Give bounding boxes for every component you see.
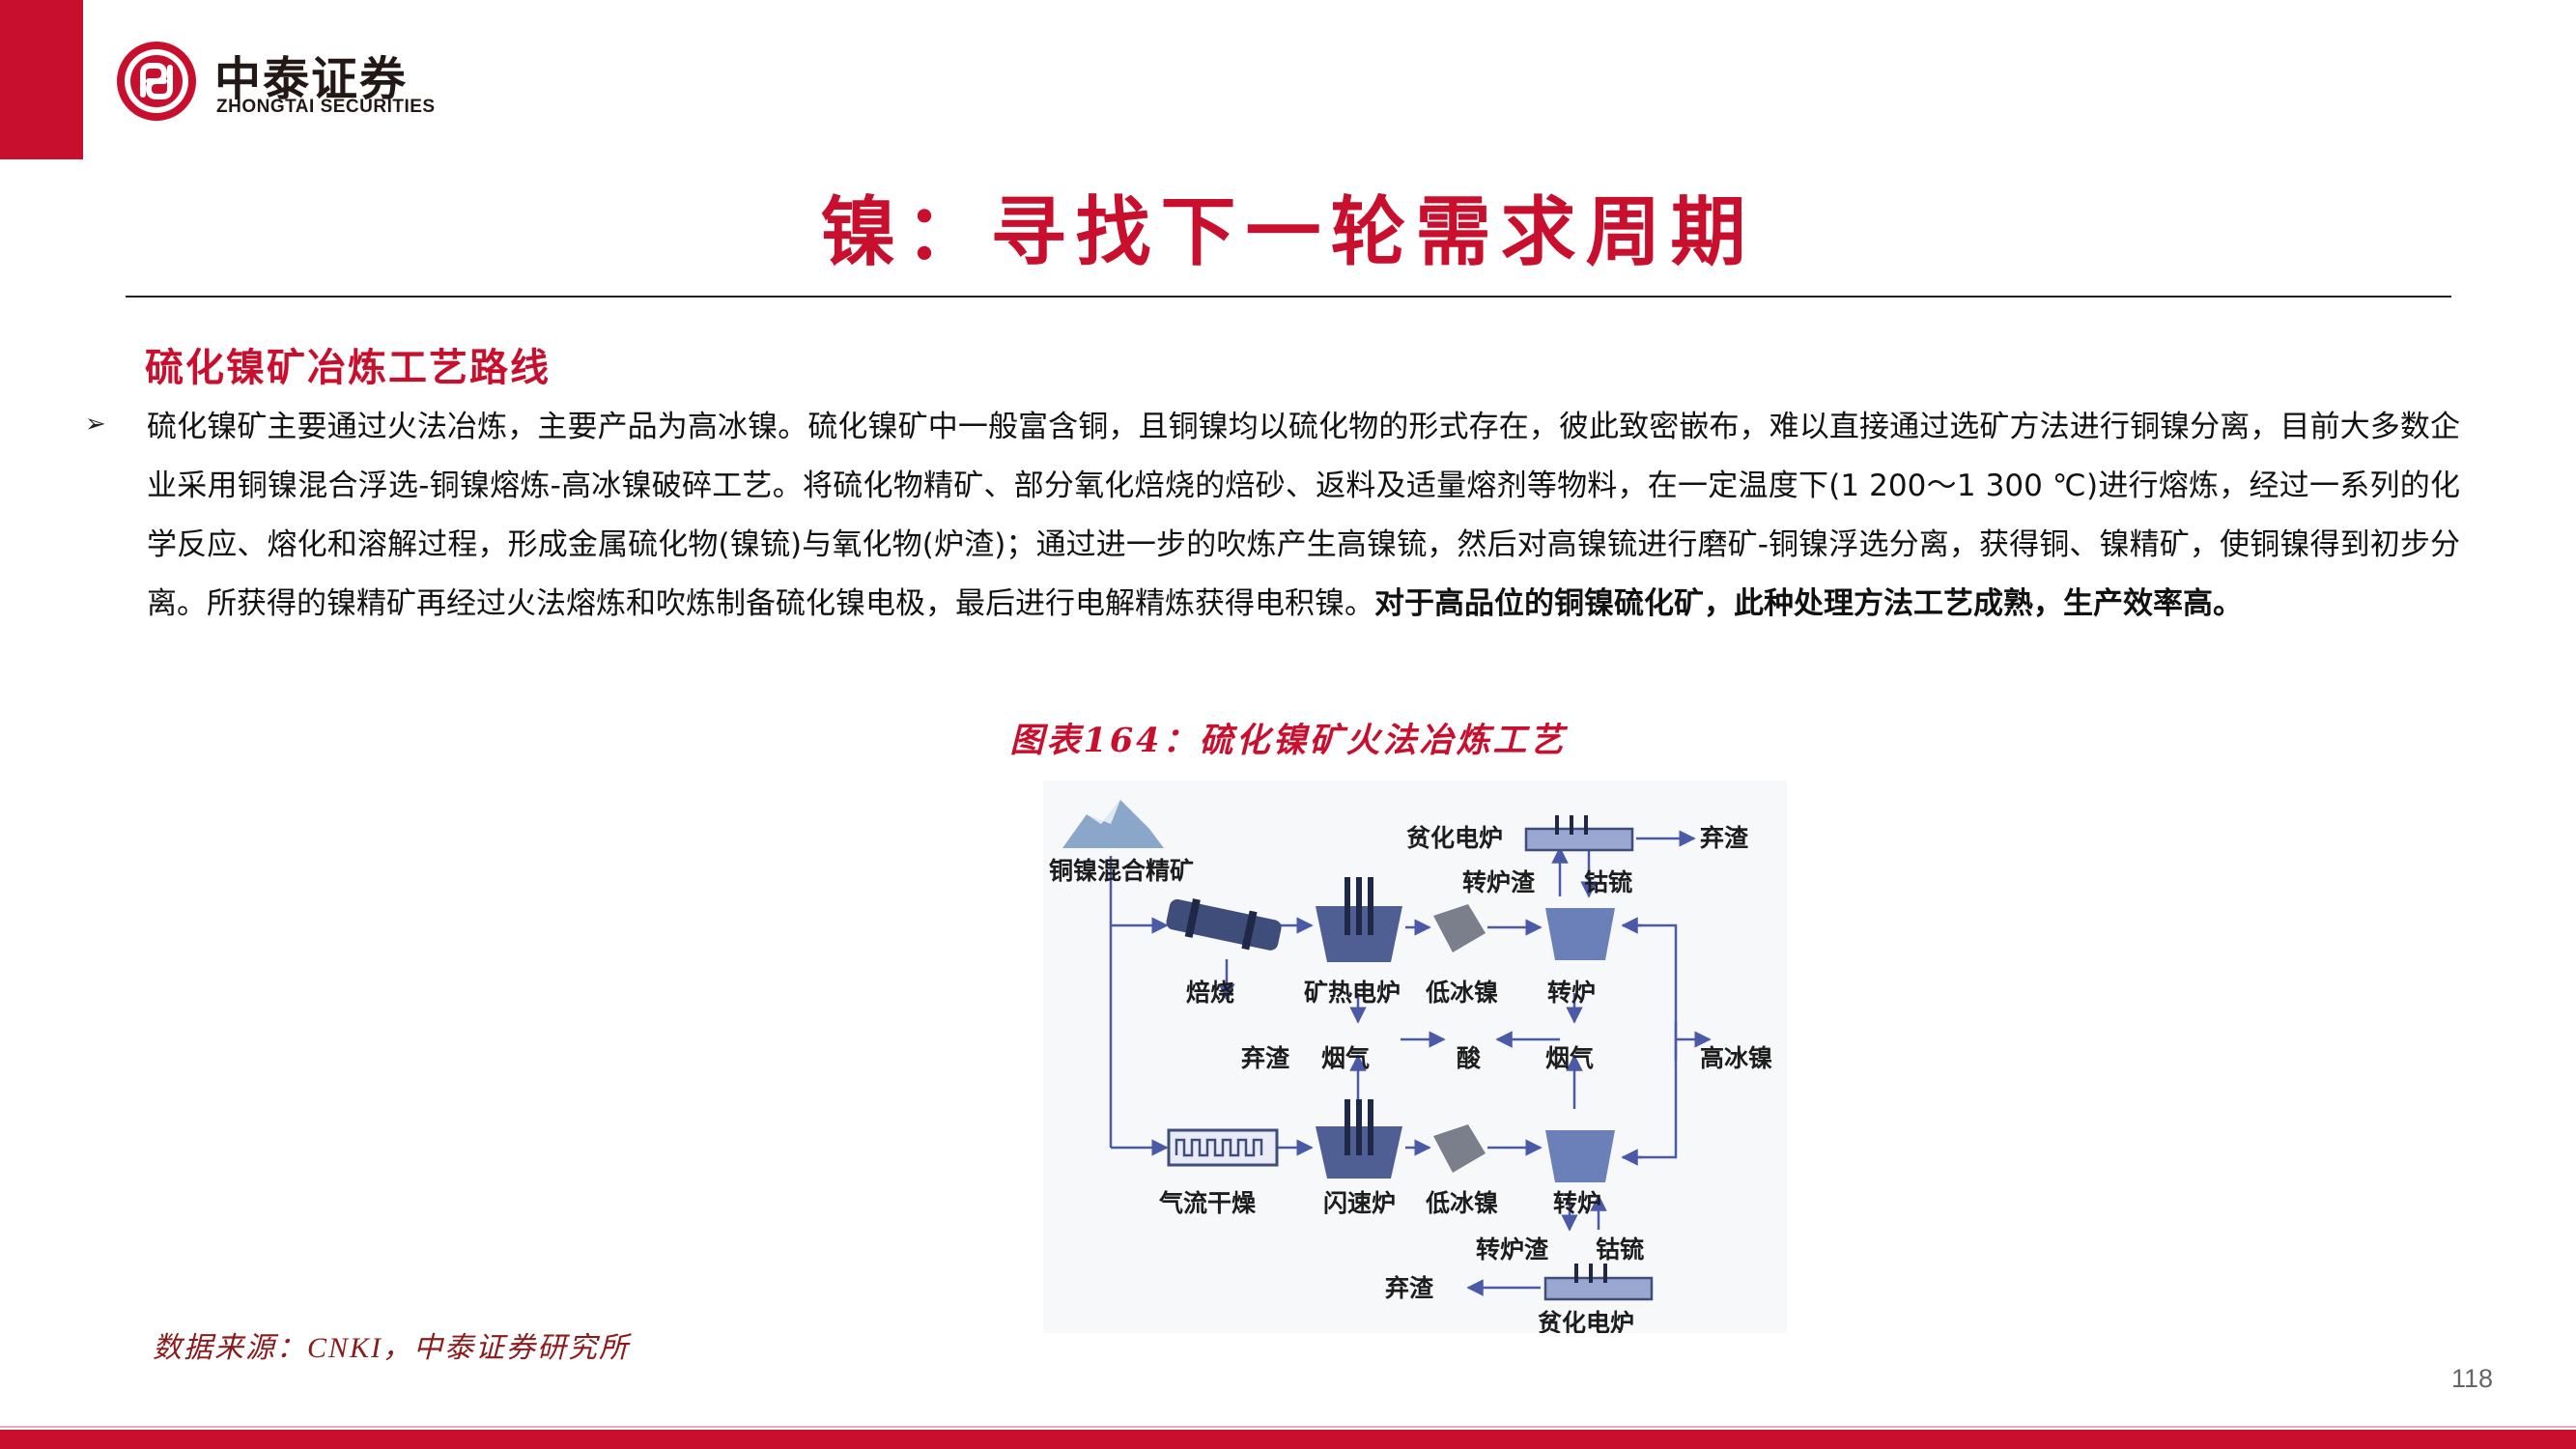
- label-flue-gas-left: 烟气: [1321, 1044, 1370, 1072]
- low-matte-ladle-icon: [1433, 904, 1486, 1173]
- flow-dryer-icon: [1167, 1128, 1279, 1167]
- rotary-kiln-icon: [1166, 898, 1282, 951]
- zhongtai-logo-icon: [117, 42, 196, 121]
- page-number: 118: [2450, 1364, 2493, 1393]
- body-text-bold: 对于高品位的铜镍硫化矿，此种处理方法工艺成熟，生产效率高。: [1374, 586, 2243, 621]
- label-high-matte: 高冰镍: [1700, 1044, 1772, 1072]
- label-cobalt-matte-bottom: 钴锍: [1596, 1236, 1644, 1264]
- label-flue-gas-right: 烟气: [1545, 1044, 1594, 1072]
- poor-electric-furnace-icon: [1524, 815, 1654, 1301]
- label-acid: 酸: [1457, 1044, 1482, 1072]
- figure-caption: 图表164：硫化镍矿火法冶炼工艺: [1009, 721, 1567, 760]
- footer-thin-line: [0, 1426, 2576, 1428]
- brand-corner-bar: [0, 0, 83, 159]
- label-ore-furnace: 矿热电炉: [1304, 979, 1401, 1007]
- ore-furnace-icon: [1316, 877, 1402, 962]
- company-name-cn: 中泰证券: [214, 52, 409, 106]
- label-low-matte-top: 低冰镍: [1425, 979, 1498, 1007]
- label-flash-furnace: 闪速炉: [1323, 1189, 1396, 1217]
- label-low-matte-bottom: 低冰镍: [1425, 1189, 1498, 1217]
- page-title: 镍：寻找下一轮需求周期: [820, 188, 1756, 276]
- company-logo: 中泰证券 ZHONGTAI SECURITIES: [114, 39, 462, 126]
- label-converter-bottom: 转炉: [1553, 1189, 1601, 1217]
- smelting-process-diagram: 铜镍混合精矿 焙烧 弃渣 气流干燥 矿热电炉 低冰镍 转炉 贫化电炉 弃渣 转炉…: [1043, 781, 1787, 1333]
- label-discard-slag-top: 弃渣: [1700, 824, 1749, 852]
- bullet-arrow-icon: ➢: [85, 410, 106, 439]
- section-heading: 硫化镍矿冶炼工艺路线: [145, 345, 551, 390]
- label-roasting: 焙烧: [1186, 979, 1234, 1007]
- body-paragraph: 硫化镍矿主要通过火法冶炼，主要产品为高冰镍。硫化镍矿中一般富含铜，且铜镍均以硫化…: [147, 398, 2460, 634]
- footer-bar: [0, 1430, 2576, 1449]
- label-concentrate: 铜镍混合精矿: [1049, 857, 1194, 885]
- concentrate-pile-icon: [1062, 800, 1164, 848]
- label-flow-dryer: 气流干燥: [1158, 1189, 1257, 1217]
- label-poor-furnace-bottom: 贫化电炉: [1538, 1309, 1634, 1333]
- body-text-normal: 硫化镍矿主要通过火法冶炼，主要产品为高冰镍。硫化镍矿中一般富含铜，且铜镍均以硫化…: [147, 410, 2460, 621]
- label-cobalt-matte-top: 钴锍: [1584, 868, 1632, 896]
- label-converter-slag-bottom: 转炉渣: [1476, 1236, 1549, 1264]
- company-name-en: ZHONGTAI SECURITIES: [216, 97, 436, 117]
- converter-icon: [1545, 908, 1615, 1182]
- label-discard-slag-bottom: 弃渣: [1385, 1274, 1434, 1302]
- label-converter-slag-top: 转炉渣: [1462, 868, 1536, 896]
- title-divider: [126, 296, 2451, 298]
- process-flow-svg: 铜镍混合精矿 焙烧 弃渣 气流干燥 矿热电炉 低冰镍 转炉 贫化电炉 弃渣 转炉…: [1049, 800, 1772, 1333]
- flash-furnace-icon: [1316, 1099, 1402, 1179]
- label-poor-furnace-top: 贫化电炉: [1406, 824, 1503, 852]
- label-discard-slag-mid: 弃渣: [1241, 1044, 1290, 1072]
- data-source-note: 数据来源：CNKI，中泰证券研究所: [153, 1332, 631, 1364]
- label-converter-top: 转炉: [1547, 979, 1596, 1007]
